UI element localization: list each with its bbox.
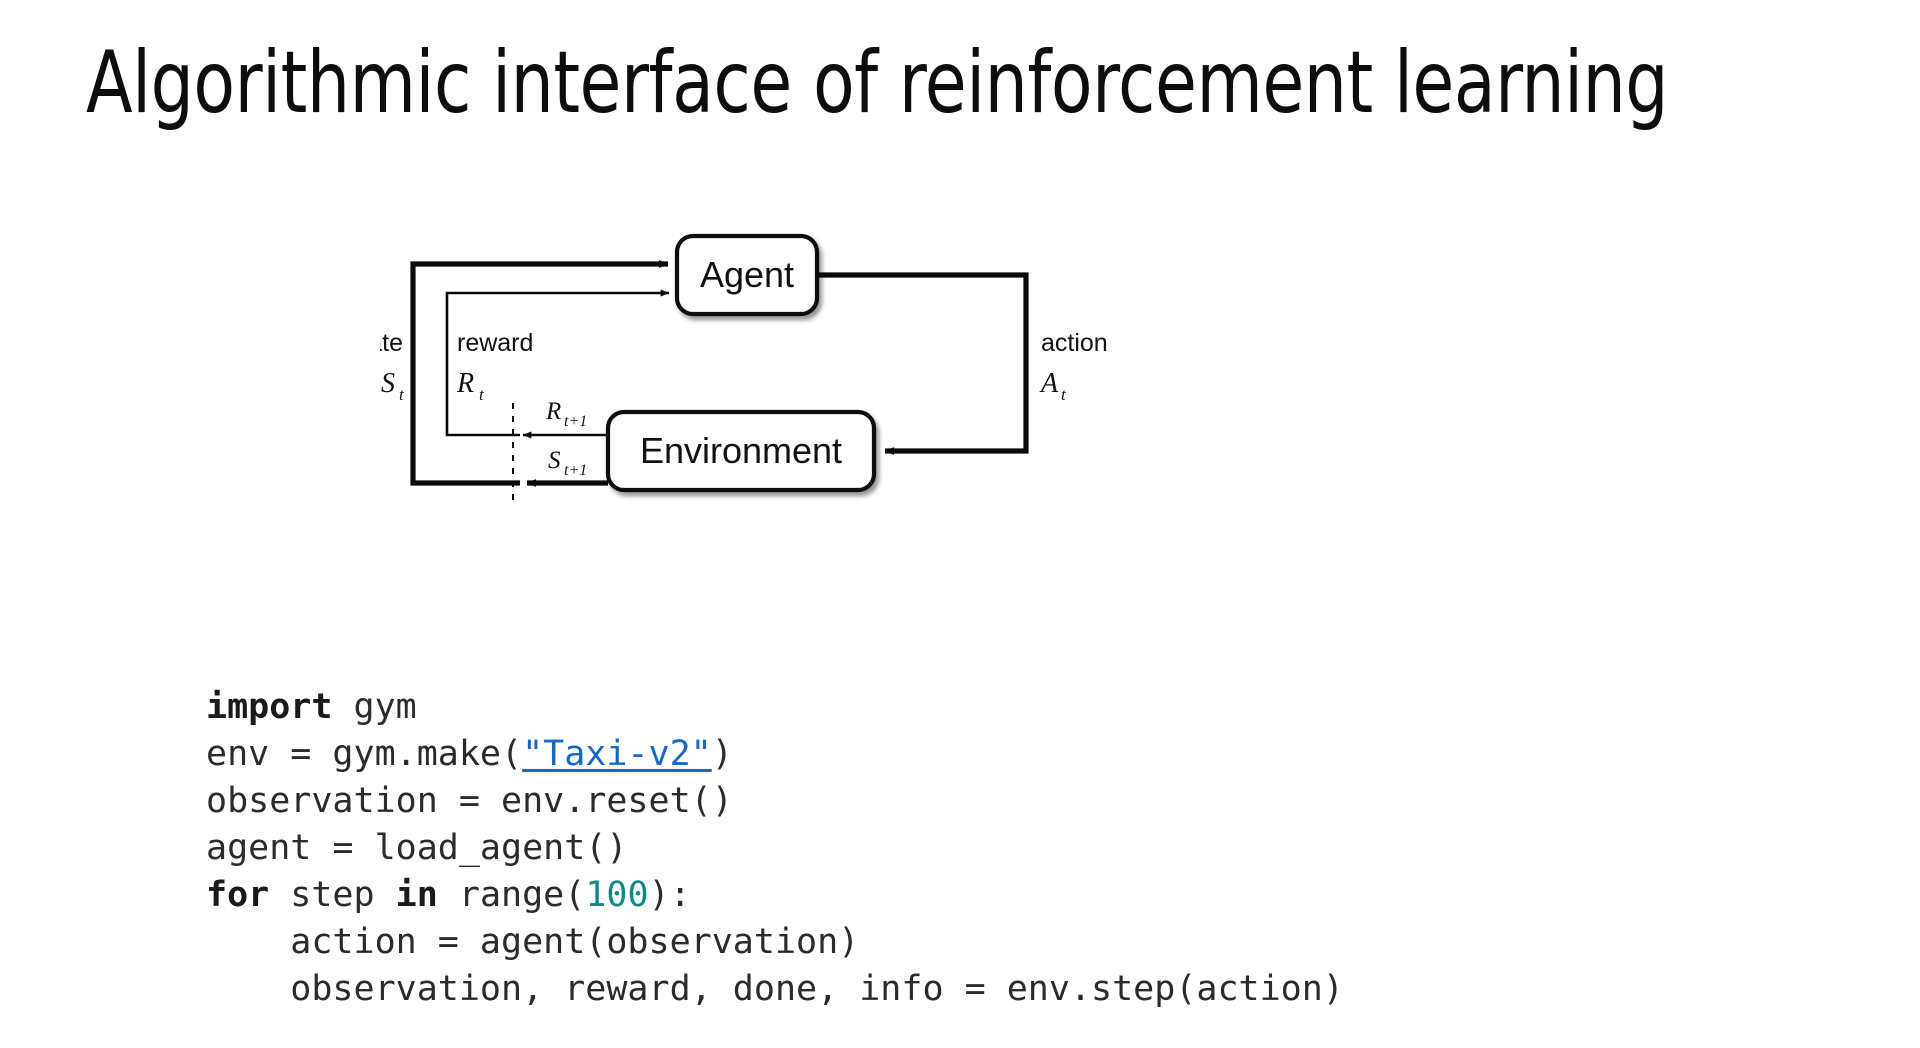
code-text: observation = env.reset() bbox=[206, 781, 733, 821]
code-line: import gym bbox=[206, 684, 1344, 731]
action-edge bbox=[817, 272, 1029, 455]
next-state-label-symbol: S bbox=[548, 447, 561, 474]
code-number: 100 bbox=[585, 875, 649, 915]
rl-loop-diagram: Agent Environment state S t reward R t a… bbox=[380, 220, 1200, 530]
next-reward-label-subscript: t+1 bbox=[564, 413, 587, 430]
code-line: agent = load_agent() bbox=[206, 825, 1344, 872]
state-edge bbox=[410, 260, 669, 486]
code-line: action = agent(observation) bbox=[206, 919, 1344, 966]
code-text: ): bbox=[648, 875, 691, 915]
code-text: step bbox=[269, 875, 396, 915]
state-label-symbol: S bbox=[381, 368, 395, 399]
agent-node: Agent bbox=[674, 233, 820, 317]
agent-label: Agent bbox=[700, 254, 794, 295]
state-label-subscript: t bbox=[399, 385, 405, 404]
taxi-env-link[interactable]: "Taxi-v2" bbox=[522, 734, 712, 774]
code-text: env = gym.make( bbox=[206, 734, 523, 774]
reward-label-word: reward bbox=[457, 329, 533, 357]
code-line: observation, reward, done, info = env.st… bbox=[206, 966, 1344, 1013]
environment-node: Environment bbox=[605, 409, 877, 493]
environment-label: Environment bbox=[640, 430, 842, 471]
action-label-word: action bbox=[1041, 329, 1108, 357]
environment-box bbox=[605, 409, 877, 493]
reward-label-symbol: R bbox=[456, 368, 474, 399]
action-label-subscript: t bbox=[1061, 385, 1067, 404]
code-keyword: for bbox=[206, 875, 270, 915]
code-text: agent = load_agent() bbox=[206, 828, 628, 868]
code-text: gym bbox=[332, 687, 417, 727]
action-label-symbol: A bbox=[1039, 368, 1059, 399]
page-title: Algorithmic interface of reinforcement l… bbox=[86, 33, 1669, 133]
code-line: for step in range(100): bbox=[206, 872, 1344, 919]
reward-edge bbox=[445, 289, 670, 437]
code-text: observation, reward, done, info = env.st… bbox=[206, 969, 1344, 1009]
code-line: observation = env.reset() bbox=[206, 778, 1344, 825]
code-text: action = agent(observation) bbox=[206, 922, 860, 962]
code-text: ) bbox=[711, 734, 733, 774]
next-reward-label-symbol: R bbox=[545, 398, 561, 425]
code-keyword: import bbox=[206, 687, 333, 727]
code-keyword: in bbox=[395, 875, 438, 915]
code-text: range( bbox=[437, 875, 586, 915]
state-label-word: state bbox=[380, 329, 403, 357]
reward-label-subscript: t bbox=[479, 385, 485, 404]
code-line: env = gym.make("Taxi-v2") bbox=[206, 731, 1344, 778]
next-state-label-subscript: t+1 bbox=[564, 462, 587, 479]
